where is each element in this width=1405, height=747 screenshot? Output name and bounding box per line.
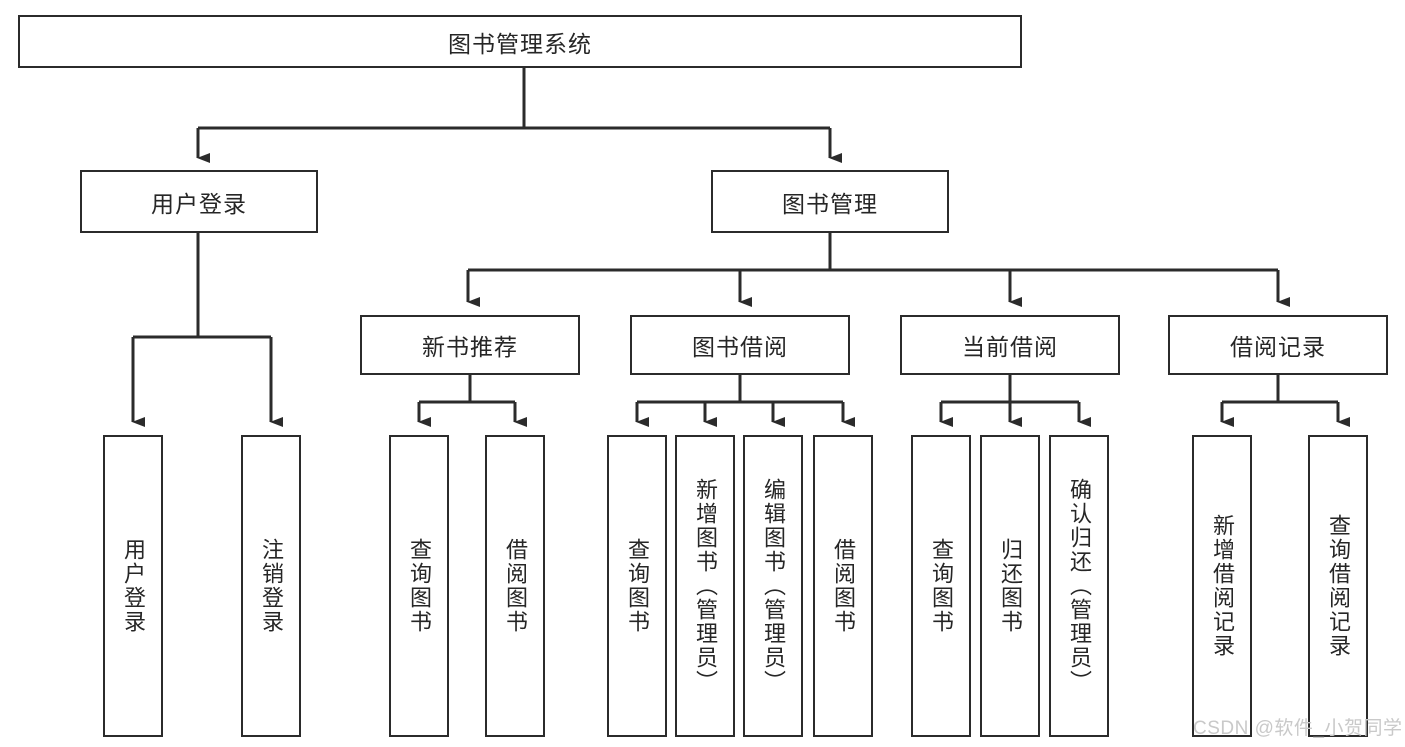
node-root[interactable]: 图书管理系统: [18, 15, 1022, 68]
leaf-logout[interactable]: 注销登录: [241, 435, 301, 737]
node-borrow-record[interactable]: 借阅记录: [1168, 315, 1388, 375]
leaf-query-record[interactable]: 查询借阅记录: [1308, 435, 1368, 737]
leaf-query-book-3-label: 查询图书: [929, 538, 954, 634]
leaf-edit-book[interactable]: 编辑图书（管理员）: [743, 435, 803, 737]
node-book-borrow[interactable]: 图书借阅: [630, 315, 850, 375]
leaf-borrow-book-2[interactable]: 借阅图书: [813, 435, 873, 737]
leaf-return-book-label: 归还图书: [998, 538, 1023, 634]
leaf-query-record-label: 查询借阅记录: [1326, 514, 1351, 658]
leaf-logout-label: 注销登录: [259, 538, 284, 634]
leaf-query-book-2-label: 查询图书: [625, 538, 650, 634]
node-new-book-rec[interactable]: 新书推荐: [360, 315, 580, 375]
node-current-borrow-label: 当前借阅: [962, 334, 1058, 360]
leaf-add-record-label: 新增借阅记录: [1210, 514, 1235, 658]
leaf-add-record[interactable]: 新增借阅记录: [1192, 435, 1252, 737]
leaf-user-login-label: 用户登录: [121, 538, 146, 634]
leaf-return-book[interactable]: 归还图书: [980, 435, 1040, 737]
node-current-borrow[interactable]: 当前借阅: [900, 315, 1120, 375]
leaf-user-login[interactable]: 用户登录: [103, 435, 163, 737]
node-borrow-record-label: 借阅记录: [1230, 334, 1326, 360]
leaf-edit-book-label: 编辑图书（管理员）: [761, 478, 786, 694]
leaf-query-book-1[interactable]: 查询图书: [389, 435, 449, 737]
leaf-borrow-book-1-label: 借阅图书: [503, 538, 528, 634]
node-book-manage-label: 图书管理: [782, 190, 878, 217]
leaf-borrow-book-2-label: 借阅图书: [831, 538, 856, 634]
leaf-add-book-label: 新增图书（管理员）: [693, 478, 718, 694]
node-root-label: 图书管理系统: [448, 30, 592, 57]
leaf-query-book-3[interactable]: 查询图书: [911, 435, 971, 737]
node-new-book-rec-label: 新书推荐: [422, 334, 518, 360]
node-book-borrow-label: 图书借阅: [692, 334, 788, 360]
leaf-query-book-2[interactable]: 查询图书: [607, 435, 667, 737]
node-user-login[interactable]: 用户登录: [80, 170, 318, 233]
leaf-add-book[interactable]: 新增图书（管理员）: [675, 435, 735, 737]
node-user-login-label: 用户登录: [151, 190, 247, 217]
leaf-confirm-return[interactable]: 确认归还（管理员）: [1049, 435, 1109, 737]
node-book-manage[interactable]: 图书管理: [711, 170, 949, 233]
leaf-confirm-return-label: 确认归还（管理员）: [1067, 478, 1092, 694]
leaf-query-book-1-label: 查询图书: [407, 538, 432, 634]
csdn-watermark: CSDN @软件_小贺同学: [1193, 718, 1403, 739]
leaf-borrow-book-1[interactable]: 借阅图书: [485, 435, 545, 737]
